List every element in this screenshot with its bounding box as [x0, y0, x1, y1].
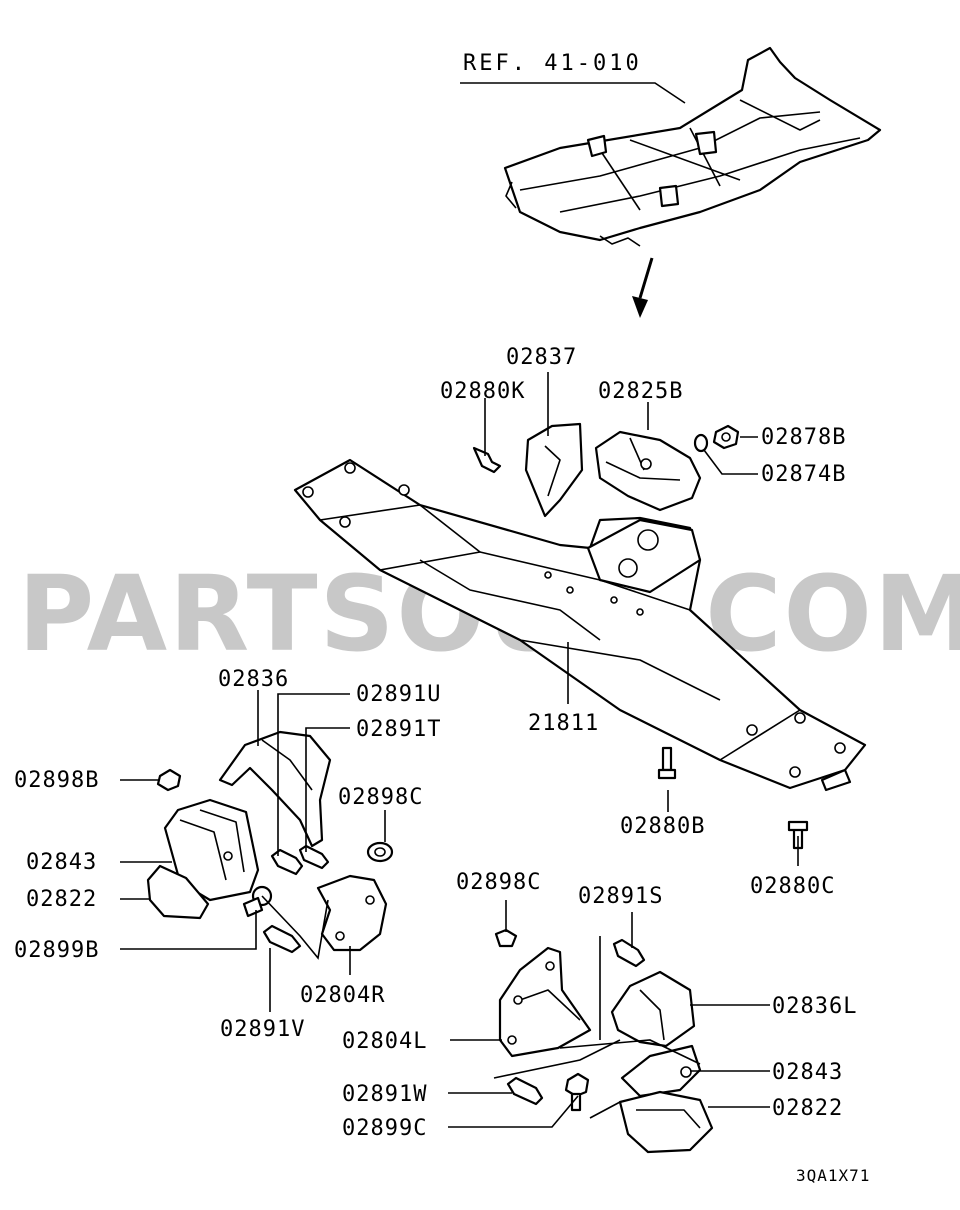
chassis-frame-illustration [503, 46, 882, 247]
assembly-guide-right-1 [559, 1039, 701, 1065]
reference-label: REF. 41-010 [463, 51, 642, 76]
callout-02880B: 02880B [620, 814, 705, 839]
callout-02880C: 02880C [750, 874, 835, 899]
callout-02899C: 02899C [342, 1116, 427, 1141]
bolt-02891W-icon [506, 1076, 544, 1106]
bracket-02837 [524, 422, 584, 518]
assembly-guide-left [261, 895, 329, 960]
callout-02804L: 02804L [342, 1029, 427, 1054]
callout-02891V: 02891V [220, 1017, 305, 1042]
bolt-02891U-icon [270, 848, 304, 876]
crossmember-21811 [293, 458, 867, 792]
callout-02825B: 02825B [598, 379, 683, 404]
callout-02874B: 02874B [761, 462, 846, 487]
callout-02822-left: 02822 [26, 887, 97, 912]
engine-mount-02825B [594, 430, 702, 512]
bolt-02880B-icon [657, 746, 677, 780]
bracket-02804R [316, 874, 388, 952]
callout-21811: 21811 [528, 711, 599, 736]
callout-02843-right: 02843 [772, 1060, 843, 1085]
plate-02822-left [146, 864, 210, 920]
bolt-02891V-icon [262, 924, 302, 954]
plate-02822-right [618, 1090, 714, 1154]
bracket-02836 [218, 730, 332, 848]
callout-02843-left: 02843 [26, 850, 97, 875]
bolt-02891T-icon [298, 844, 330, 870]
reference-leader [460, 82, 686, 104]
bolt-02891S-icon [612, 938, 646, 968]
callout-02899B: 02899B [14, 938, 99, 963]
bracket-02804L [498, 946, 592, 1058]
callout-02891U: 02891U [356, 682, 441, 707]
callout-02878B: 02878B [761, 425, 846, 450]
callout-02898B: 02898B [14, 768, 99, 793]
bracket-02836L [610, 970, 696, 1048]
insulator-02843-right [620, 1044, 702, 1098]
nut-02878B-icon [712, 424, 740, 450]
callout-02822-right: 02822 [772, 1096, 843, 1121]
callout-02804R: 02804R [300, 983, 385, 1008]
callout-02880K: 02880K [440, 379, 525, 404]
insulator-02843-left [163, 798, 260, 902]
callout-02891W: 02891W [342, 1082, 427, 1107]
assembly-guide-right-2 [493, 1039, 621, 1079]
washer-02874B-icon [693, 433, 709, 453]
stud-02899C-icon [564, 1072, 590, 1112]
callout-02836: 02836 [218, 667, 289, 692]
callout-02898C-right: 02898C [456, 870, 541, 895]
callout-02891T: 02891T [356, 717, 441, 742]
callout-02898C-left: 02898C [338, 785, 423, 810]
leader-lines [120, 372, 799, 1128]
callout-02891S: 02891S [578, 884, 663, 909]
nut-02898B-icon [156, 768, 182, 792]
callout-02836L: 02836L [772, 994, 857, 1019]
bolt-02880K-icon [472, 446, 502, 474]
assembly-guide-right-3 [589, 936, 621, 1119]
drawing-code: 3QA1X71 [796, 1166, 870, 1185]
callout-02837: 02837 [506, 345, 577, 370]
collar-02898C-right-icon [494, 928, 518, 948]
down-arrow-icon [632, 257, 654, 318]
collar-02898C-left-icon [366, 841, 394, 863]
